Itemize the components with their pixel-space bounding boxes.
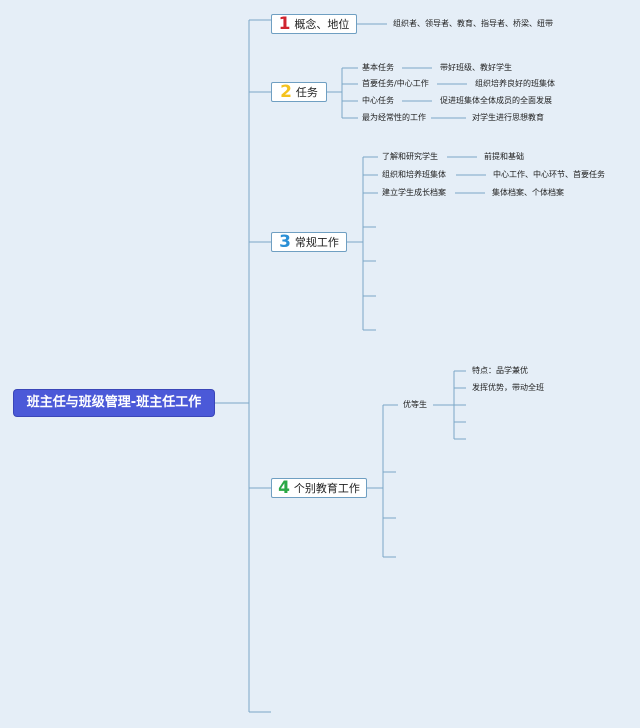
routine-item-detail[interactable]: 前提和基础 bbox=[484, 152, 524, 161]
routine-item-name[interactable]: 组织和培养班集体 bbox=[382, 170, 446, 179]
task-item-detail[interactable]: 组织培养良好的班集体 bbox=[475, 79, 555, 88]
branch-number-2: 2 bbox=[280, 82, 292, 102]
branch-node-1[interactable]: 1 概念、地位 bbox=[271, 14, 357, 34]
routine-item-name[interactable]: 建立学生成长档案 bbox=[382, 188, 446, 197]
task-item-detail[interactable]: 促进班集体全体成员的全面发展 bbox=[440, 96, 552, 105]
top-student-item[interactable]: 发挥优势，带动全班 bbox=[472, 383, 544, 392]
task-item-name[interactable]: 中心任务 bbox=[362, 96, 394, 105]
branch-label-2: 任务 bbox=[295, 86, 318, 99]
sub-topic-top-student[interactable]: 优等生 bbox=[403, 400, 427, 409]
branch-label-3: 常规工作 bbox=[294, 236, 339, 249]
branch-label-1: 概念、地位 bbox=[294, 18, 350, 31]
routine-item-name[interactable]: 了解和研究学生 bbox=[382, 152, 438, 161]
branch-1-leaf[interactable]: 组织者、领导者、教育、指导者、桥梁、纽带 bbox=[393, 19, 553, 28]
branch-node-4[interactable]: 4 个别教育工作 bbox=[271, 478, 367, 498]
routine-item-detail[interactable]: 集体档案、个体档案 bbox=[492, 188, 564, 197]
routine-item-detail[interactable]: 中心工作、中心环节、首要任务 bbox=[493, 170, 605, 179]
task-item-name[interactable]: 首要任务/中心工作 bbox=[362, 79, 429, 88]
task-item-detail[interactable]: 带好班级、教好学生 bbox=[440, 63, 512, 72]
branch-number-1: 1 bbox=[278, 14, 291, 34]
branch-number-4: 4 bbox=[278, 478, 290, 498]
branch-number-3: 3 bbox=[279, 232, 291, 252]
task-item-name[interactable]: 基本任务 bbox=[362, 63, 394, 72]
branch-node-3[interactable]: 3 常规工作 bbox=[271, 232, 347, 252]
task-item-detail[interactable]: 对学生进行思想教育 bbox=[472, 113, 544, 122]
root-node-title[interactable]: 班主任与班级管理-班主任工作 bbox=[14, 390, 214, 416]
branch-label-4: 个别教育工作 bbox=[293, 482, 360, 495]
top-student-item[interactable]: 特点：品学兼优 bbox=[472, 366, 528, 375]
task-item-name[interactable]: 最为经常性的工作 bbox=[362, 113, 426, 122]
branch-node-2[interactable]: 2 任务 bbox=[271, 82, 327, 102]
